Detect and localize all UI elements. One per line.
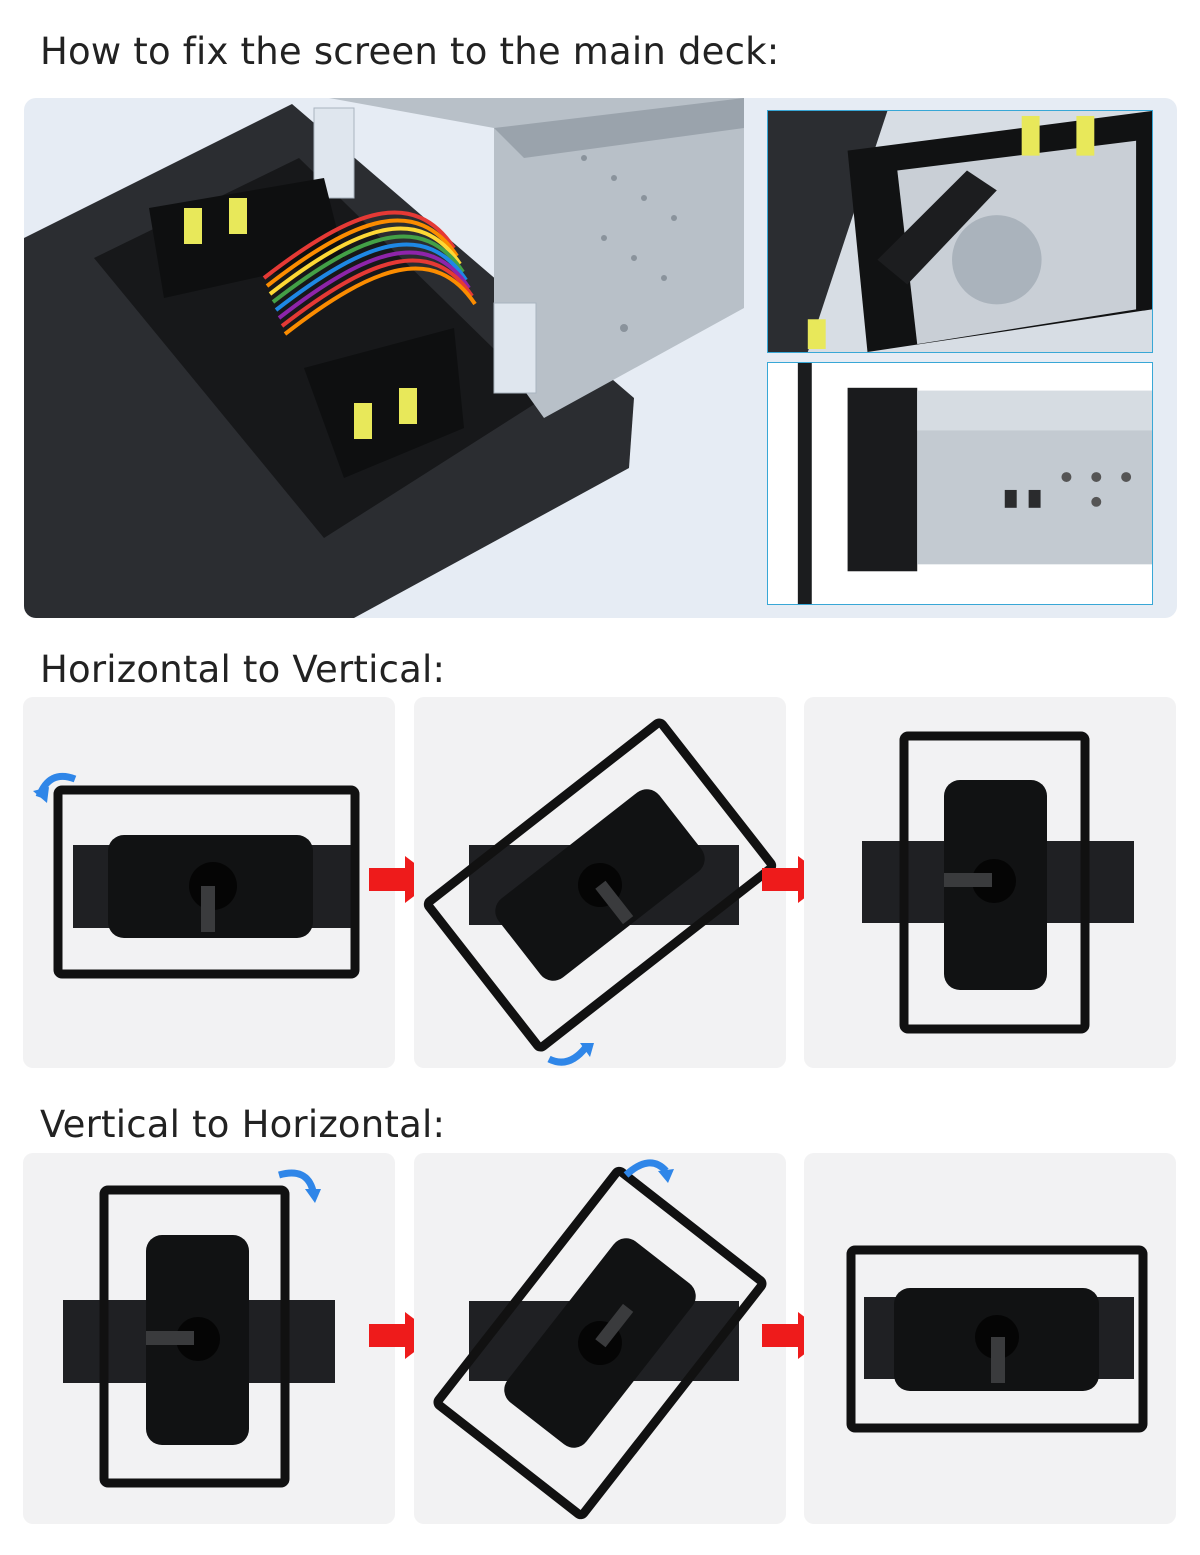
step-vertical-start: [23, 1153, 395, 1524]
step-vertical: [804, 697, 1176, 1068]
blue-rotate-arrow-icon: [547, 1044, 589, 1066]
main-deck-photo: [24, 98, 1177, 618]
heading-fix-screen: How to fix the screen to the main deck:: [40, 30, 780, 73]
blue-rotate-arrow-icon: [278, 1169, 317, 1193]
side-view-photo: [767, 362, 1153, 605]
step-horizontal: [23, 697, 395, 1068]
connector-closeup-photo: [767, 110, 1153, 353]
blue-rotate-arrow-icon: [623, 1159, 669, 1178]
step-rotating-h2v: [414, 697, 786, 1068]
heading-vertical-to-horizontal: Vertical to Horizontal:: [40, 1103, 446, 1146]
heading-horizontal-to-vertical: Horizontal to Vertical:: [40, 648, 446, 691]
step-rotating-v2h: [414, 1153, 786, 1524]
step-horizontal-end: [804, 1153, 1176, 1524]
